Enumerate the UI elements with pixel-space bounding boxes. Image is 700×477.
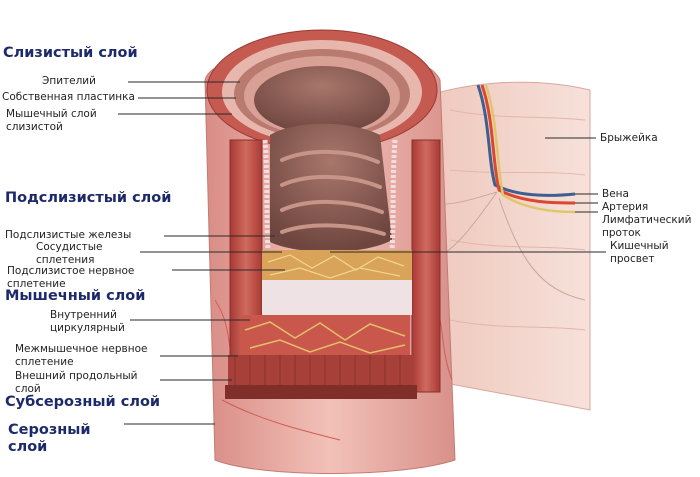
cutaway-muscle-right bbox=[411, 139, 441, 393]
inner-circular-muscle bbox=[240, 315, 410, 355]
myenteric-plexus-network bbox=[244, 321, 406, 354]
heading-subserosa: Субсерозный слой bbox=[5, 394, 161, 410]
submucosa-pale-layer bbox=[262, 280, 412, 315]
label-inner-circular: Внутренний циркулярный bbox=[50, 309, 125, 334]
heading-serosa: Серозный слой bbox=[8, 422, 91, 455]
villi-border bbox=[262, 139, 398, 251]
artery-vessel bbox=[480, 84, 576, 205]
label-myenteric-plexus: Межмышечное нервное сплетение bbox=[15, 343, 148, 368]
label-outer-longitudinal: Внешний продольный слой bbox=[15, 370, 138, 395]
longitudinal-fibers bbox=[234, 355, 401, 385]
label-vein: Вена bbox=[602, 188, 629, 200]
mesentery-fold-lines bbox=[449, 109, 586, 331]
vein-vessel bbox=[476, 84, 576, 197]
leader-lines bbox=[118, 81, 606, 425]
lymph-vessel bbox=[484, 84, 576, 214]
label-lumen: Кишечный просвет bbox=[610, 240, 669, 265]
outer-longitudinal-muscle bbox=[228, 355, 413, 385]
lumen-opening bbox=[254, 66, 390, 134]
submucosal-nerve-network bbox=[267, 254, 405, 279]
label-vascular-plexus: Сосудистые сплетения bbox=[36, 241, 103, 266]
label-muscularis-mucosae: Мышечный слой слизистой bbox=[6, 108, 97, 133]
heading-mucosa: Слизистый слой bbox=[3, 45, 138, 61]
fold-ridges bbox=[280, 149, 386, 236]
heading-muscular: Мышечный слой bbox=[5, 288, 146, 304]
label-lymph-duct: Лимфатический проток bbox=[602, 214, 692, 239]
label-lamina-propria: Собственная пластинка bbox=[2, 91, 135, 103]
label-mesentery: Брыжейка bbox=[600, 132, 658, 144]
heading-submucosa: Подслизистый слой bbox=[5, 190, 172, 206]
label-submucosal-glands: Подслизистые железы bbox=[5, 229, 132, 241]
submucosa-band bbox=[262, 250, 412, 280]
label-artery: Артерия bbox=[602, 201, 649, 213]
label-submucosal-nerve-plexus: Подслизистое нервное сплетение bbox=[7, 265, 135, 290]
label-epithelium: Эпителий bbox=[42, 75, 96, 87]
cut-base bbox=[225, 385, 417, 399]
